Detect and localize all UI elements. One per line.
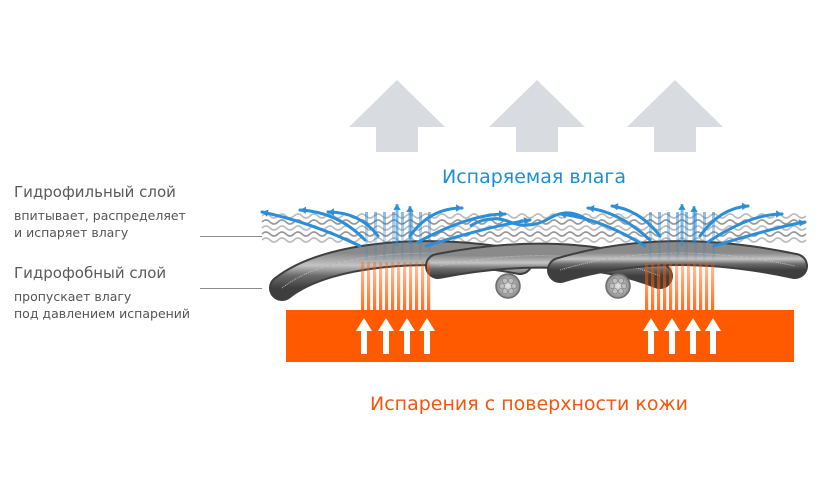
up-arrow-icon [356, 318, 372, 354]
curved-arrow-icon [260, 210, 362, 248]
curved-arrow-icon [558, 212, 647, 248]
hydrophilic-layer-desc-2: и испаряет влагу [14, 225, 129, 240]
curved-arrow-icon [469, 211, 591, 228]
hydrophilic-leader-line [200, 236, 262, 237]
up-arrow-icon [349, 80, 445, 152]
skin-vapor-label: Испарения с поверхности кожи [370, 393, 688, 415]
up-arrow-icon [685, 318, 701, 354]
up-arrow-icon [705, 318, 721, 354]
curved-arrow-icon [416, 212, 507, 244]
evaporated-moisture-label: Испаряемая влага [442, 166, 626, 188]
up-arrow-icon [643, 318, 659, 354]
curved-arrow-icon [706, 212, 784, 244]
up-arrow-icon [627, 80, 723, 152]
skin-layer [286, 310, 794, 362]
up-arrow-icon [664, 318, 680, 354]
hydrophobic-layer-desc-1: пропускает влагу [14, 289, 132, 304]
curved-arrow-icon [298, 208, 367, 242]
up-arrow-icon [399, 318, 415, 354]
hydrophobic-layer-desc-2: под давлением испарений [14, 306, 191, 321]
up-arrow-icon [419, 318, 435, 354]
hydrophobic-leader-line [200, 288, 262, 289]
curved-arrow-icon [586, 206, 652, 242]
curved-arrow-icon [424, 218, 532, 248]
hydrophobic-layer-title: Гидрофобный слой [14, 264, 167, 282]
curved-arrow-icon [712, 220, 807, 248]
hydrophobic-layer [269, 240, 808, 301]
up-arrow-icon [489, 80, 585, 152]
hydrophilic-layer-title: Гидрофильный слой [14, 183, 176, 201]
hydrophilic-layer-desc-1: впитывает, распределяет [14, 208, 186, 223]
up-arrow-icon [378, 318, 394, 354]
